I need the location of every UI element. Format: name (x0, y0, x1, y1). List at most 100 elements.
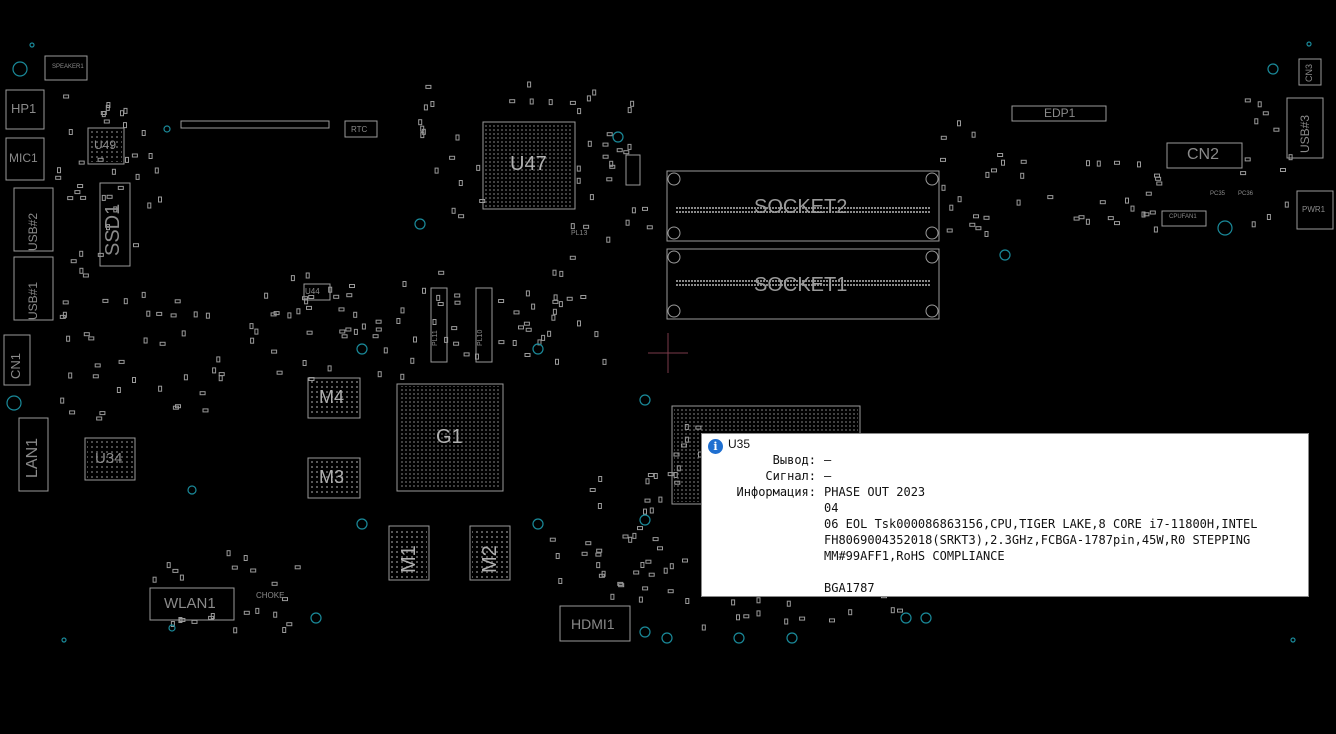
smd-component (559, 270, 564, 277)
smd-component (1280, 168, 1286, 172)
smd-component (70, 259, 77, 264)
smd-component (83, 332, 90, 337)
smd-component (1137, 161, 1141, 168)
smd-component (985, 171, 990, 178)
smd-component (509, 99, 516, 104)
smd-component (602, 358, 607, 365)
smd-component (1145, 191, 1152, 196)
smd-component (940, 135, 947, 140)
pin-value: — (824, 453, 832, 467)
smd-component (425, 84, 432, 89)
smd-component (547, 330, 552, 337)
smd-component (1107, 216, 1114, 221)
smd-component (430, 101, 435, 107)
smd-component (353, 328, 358, 335)
smd-component (1047, 195, 1054, 200)
smd-component (123, 298, 128, 305)
smd-component (243, 555, 248, 561)
smd-component (631, 207, 636, 214)
label-m3: M3 (319, 467, 345, 487)
label-mic1: MIC1 (9, 151, 38, 165)
smd-component (454, 300, 461, 305)
smd-component (400, 373, 405, 380)
smd-component (264, 292, 269, 299)
smd-component (1251, 221, 1256, 228)
smd-component (1153, 226, 1158, 233)
smd-component (569, 255, 576, 260)
smd-component (250, 337, 255, 344)
signal-label: Сигнал: (765, 469, 816, 483)
smd-component (1114, 160, 1120, 165)
smd-component (848, 609, 853, 616)
smd-component (1266, 214, 1271, 220)
smd-component (756, 597, 761, 604)
smd-component (596, 548, 603, 553)
smd-component (583, 224, 590, 229)
smd-component (606, 177, 613, 182)
smd-component (77, 184, 84, 188)
smd-component (254, 328, 259, 335)
smd-component (67, 196, 74, 201)
smd-component (596, 562, 601, 569)
smd-component (159, 341, 166, 346)
smd-component (645, 478, 650, 485)
smd-component (191, 619, 198, 624)
smd-component (286, 622, 293, 627)
smd-component (606, 236, 611, 243)
smd-component (212, 367, 217, 374)
smd-component (436, 294, 441, 301)
smd-component (576, 165, 581, 172)
smd-component (566, 296, 573, 301)
smd-component (551, 314, 556, 321)
smd-component (423, 104, 428, 111)
smd-component (116, 387, 121, 393)
smd-component (375, 319, 382, 324)
smd-component (62, 311, 67, 318)
smd-component (306, 330, 313, 335)
smd-component (154, 167, 159, 174)
smd-component (667, 589, 674, 594)
info-line: BGA1787 (824, 581, 875, 595)
smd-component (685, 598, 690, 604)
smd-component (1078, 215, 1085, 220)
smd-component (1016, 199, 1021, 206)
smd-component (756, 610, 761, 617)
smd-component (784, 618, 789, 625)
smd-component (1262, 111, 1269, 116)
smd-component (454, 293, 461, 298)
smd-component (558, 578, 563, 584)
smd-component (957, 120, 961, 127)
smd-component (602, 154, 609, 159)
smd-component (422, 287, 426, 294)
smd-component (444, 336, 449, 343)
smd-component (147, 202, 152, 209)
smd-component (648, 572, 655, 577)
smd-component (80, 195, 87, 200)
smd-component (131, 153, 138, 158)
smd-component (1096, 160, 1101, 167)
label-lan1: LAN1 (24, 437, 41, 478)
smd-component (548, 99, 553, 106)
smd-component (997, 153, 1004, 157)
smd-component (525, 290, 530, 297)
smd-component (250, 568, 257, 573)
smd-component (96, 416, 103, 421)
smd-component (111, 168, 116, 175)
smd-component (589, 488, 596, 492)
smd-component (208, 615, 215, 620)
label-ssd1: SSD1 (102, 203, 124, 256)
label-usb3: USB#3 (1298, 114, 1312, 153)
smd-component (156, 311, 163, 316)
smd-component (1288, 154, 1293, 161)
smd-component (432, 319, 437, 325)
smd-component (94, 363, 101, 368)
smd-component (68, 129, 73, 135)
label-pl13: PL13 (571, 230, 588, 237)
smd-component (627, 143, 632, 150)
smd-component (527, 81, 532, 88)
smd-component (125, 156, 129, 163)
smd-component (123, 107, 128, 114)
smd-component (638, 596, 643, 603)
